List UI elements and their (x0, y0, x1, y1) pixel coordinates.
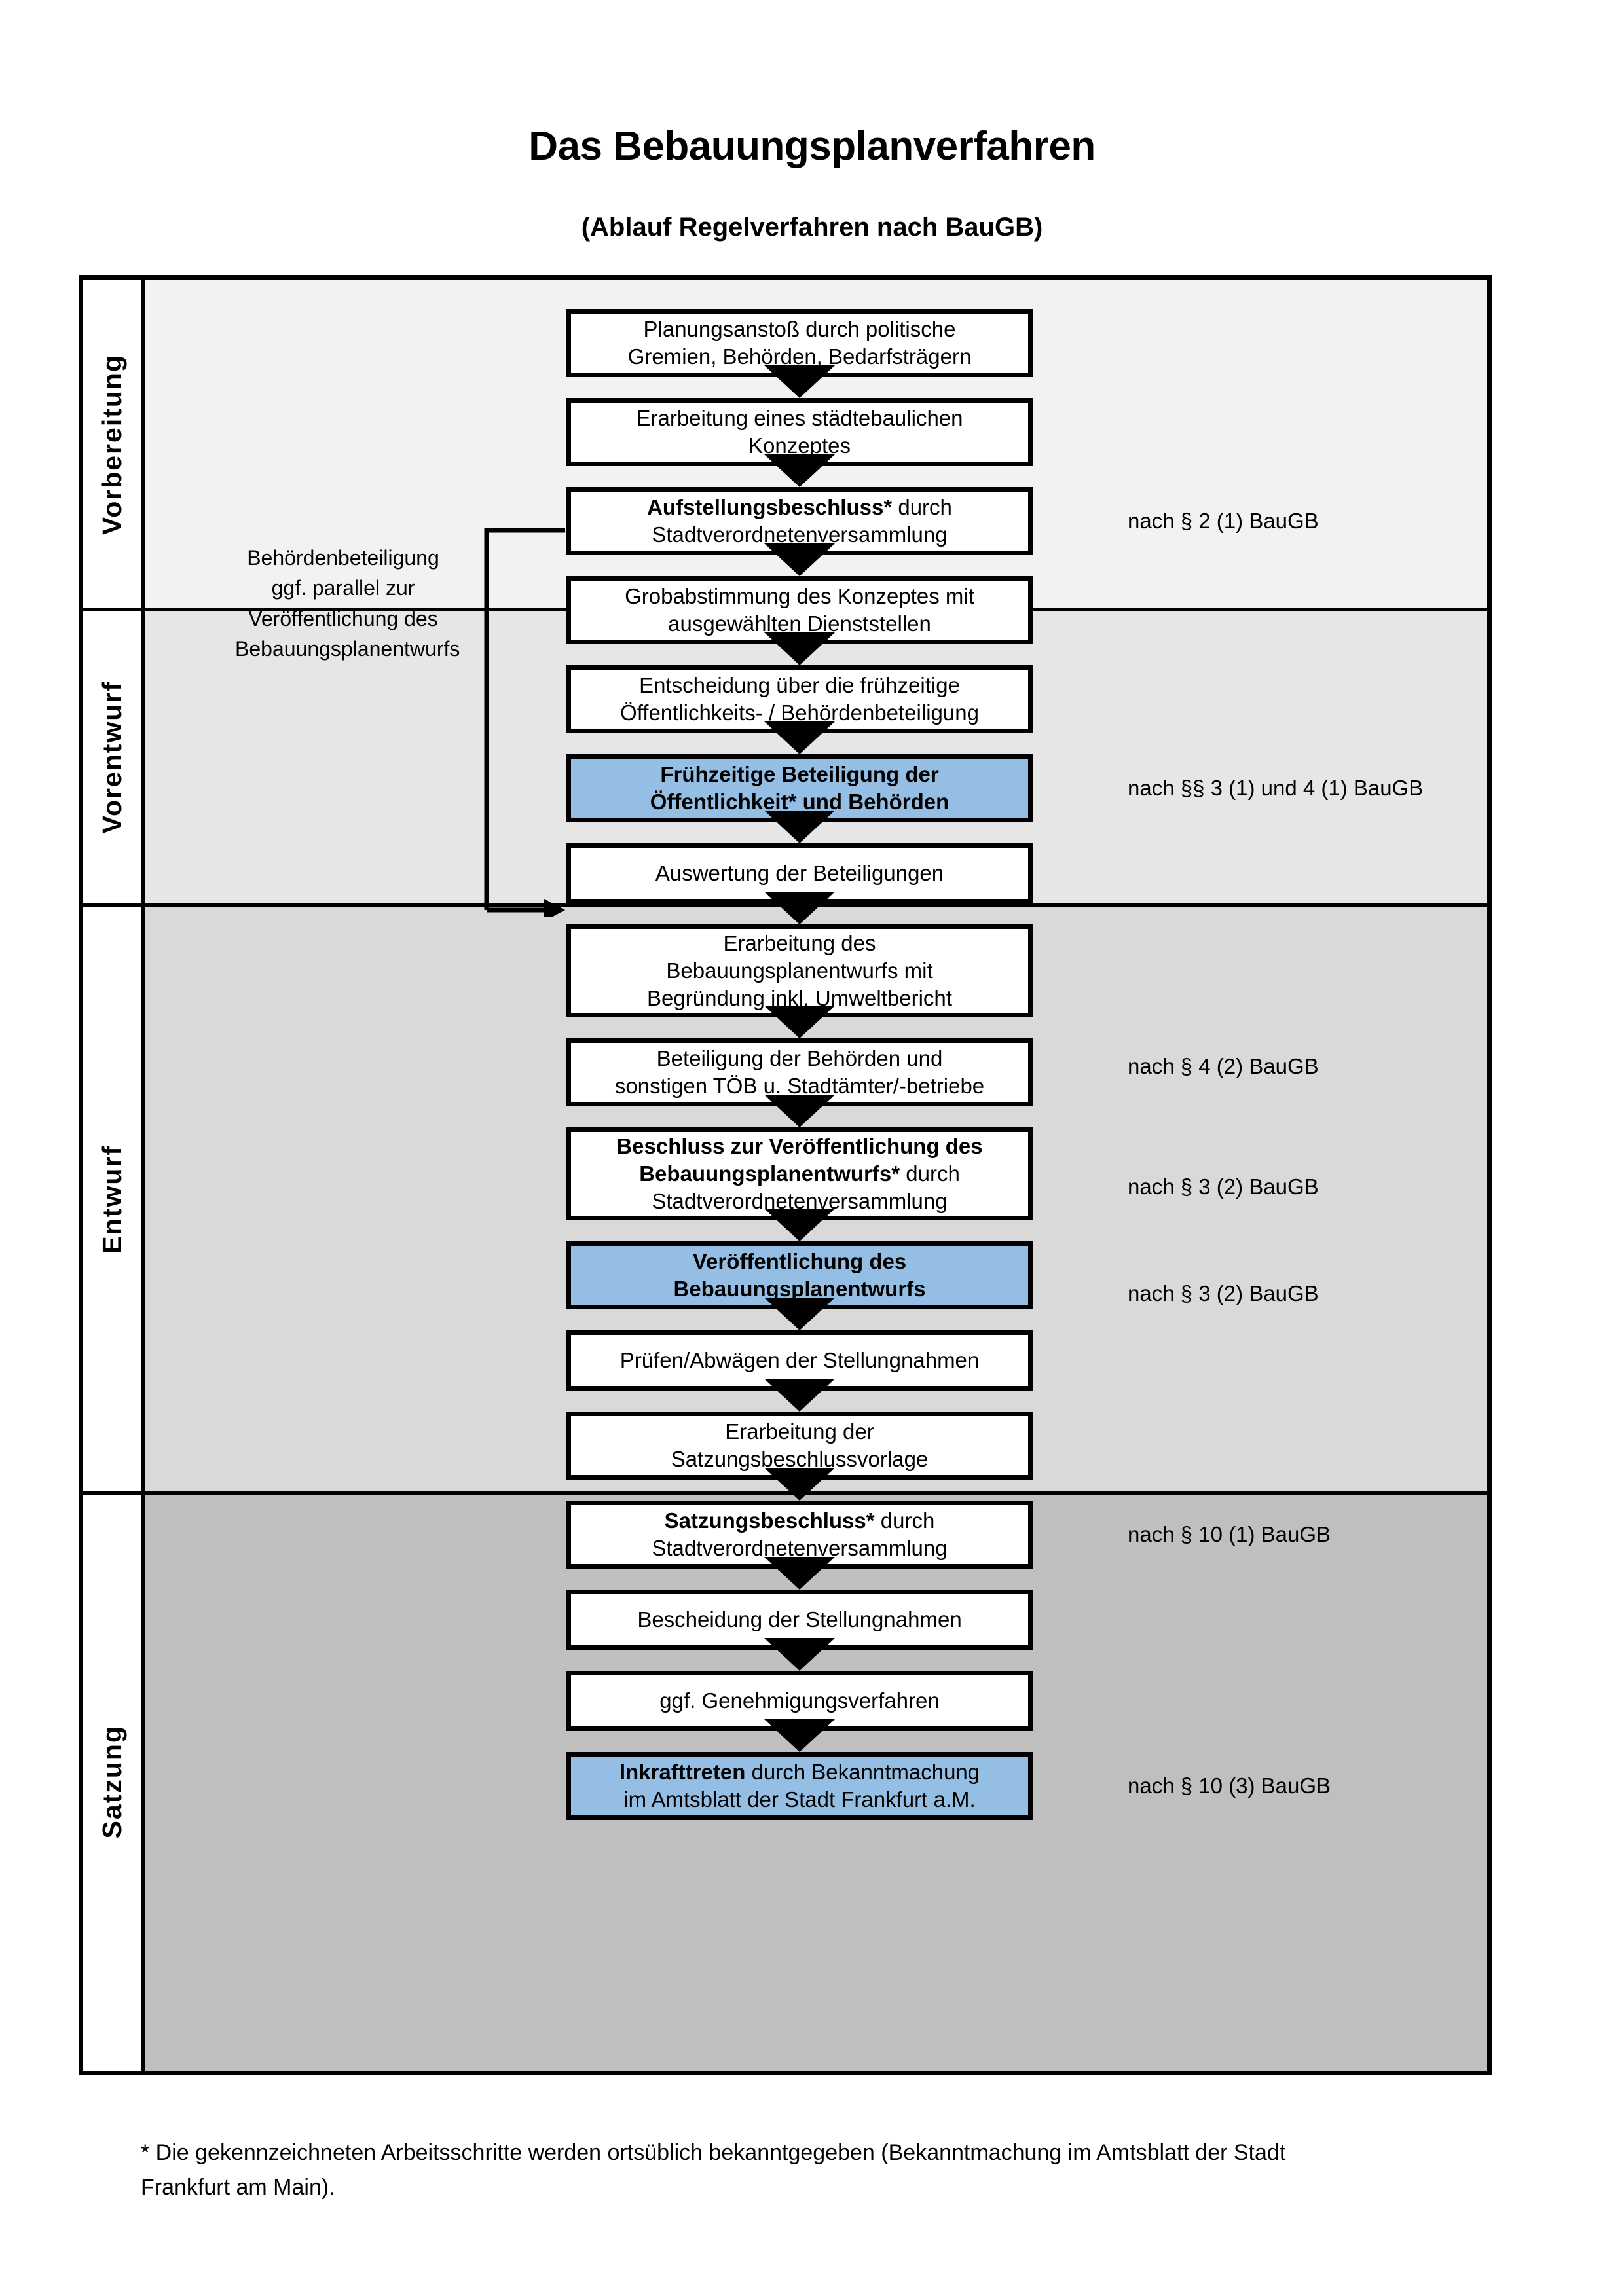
footnote-line-1: * Die gekennzeichneten Arbeitsschritte w… (141, 2140, 1286, 2165)
step-line: Frühzeitige Beteiligung der (660, 761, 939, 786)
step-line: Prüfen/Abwägen der Stellungnahmen (619, 1347, 980, 1372)
flow-arrow (764, 1638, 835, 1671)
step-box-satzungsbeschluss[interactable]: Satzungsbeschluss* durch Stadtverordnete… (566, 1501, 1033, 1569)
step-line: Auswertung der Beteiligungen (655, 860, 944, 885)
step-line: Erarbeitung der (725, 1419, 874, 1444)
step-box-erarbeitung-bebauungsplanentwurf[interactable]: Erarbeitung des Bebauungsplanentwurfs mi… (566, 924, 1033, 1017)
note-par10-3: nach § 10 (3) BauGB (1128, 1774, 1331, 1798)
step-line-bold: Bebauungsplanentwurfs* (639, 1161, 900, 1186)
step-line: Bebauungsplanentwurfs mit (666, 958, 933, 983)
flow-arrow (764, 1006, 835, 1038)
band-label-vorbereitung: Vorbereitung (83, 280, 141, 610)
note-par3-2b: nach § 3 (2) BauGB (1128, 1281, 1319, 1305)
step-line: Inkrafttreten durch Bekanntmachung (619, 1758, 980, 1786)
flowchart-frame: Vorbereitung Vorentwurf Entwurf Satzung (79, 275, 1492, 2075)
flow-arrow (764, 1209, 835, 1241)
step-line: Aufstellungsbeschluss* durch (647, 494, 952, 521)
note-par3-4-1: nach §§ 3 (1) und 4 (1) BauGB (1128, 776, 1424, 800)
flow-arrow (764, 892, 835, 924)
step-line-suffix: durch (892, 494, 952, 519)
step-line-bold: Inkrafttreten (619, 1759, 746, 1784)
step-line: ggf. Genehmigungsverfahren (659, 1688, 940, 1713)
sidenote-line-4: Bebauungsplanentwurfs (235, 637, 460, 661)
band-label-satzung: Satzung (83, 1493, 141, 2071)
note-par2-1: nach § 2 (1) BauGB (1128, 509, 1319, 533)
flow-arrow (764, 454, 835, 487)
band-label-satzung-text: Satzung (96, 1725, 127, 1839)
footnote-line-2: Frankfurt am Main). (141, 2174, 335, 2200)
step-line: Öffentlichkeit* und Behörden (650, 790, 950, 814)
step-line: ausgewählten Dienststellen (668, 611, 931, 636)
note-par4-2: nach § 4 (2) BauGB (1128, 1054, 1319, 1078)
flow-arrow (764, 1095, 835, 1127)
step-line-suffix: durch (874, 1508, 935, 1533)
step-line: Bebauungsplanentwurfs* durch (639, 1160, 960, 1188)
step-line: Erarbeitung des (723, 930, 876, 955)
flow-arrow (764, 1719, 835, 1752)
step-line: Grobabstimmung des Konzeptes mit (625, 583, 974, 608)
flow-arrow (764, 365, 835, 398)
step-box-staedtebauliches-konzept[interactable]: Erarbeitung eines städtebaulichen Konzep… (566, 398, 1033, 466)
footnote: * Die gekennzeichneten Arbeitsschritte w… (141, 2136, 1496, 2204)
flow-arrow (764, 1468, 835, 1501)
page-title: Das Bebauungsplanverfahren (528, 124, 1096, 169)
step-line: Entscheidung über die frühzeitige (639, 672, 960, 697)
flow-arrow (764, 1557, 835, 1590)
band-label-vorbereitung-text: Vorbereitung (96, 354, 127, 536)
step-line: Planungsanstoß durch politische (643, 316, 956, 341)
flow-arrow (764, 811, 835, 843)
step-line: Stadtverordnetenversammlung (652, 1536, 948, 1560)
step-box-beschluss-veroeffentlichung[interactable]: Beschluss zur Veröffentlichung des Bebau… (566, 1127, 1033, 1220)
sidenote-line-3: Veröffentlichung des (248, 606, 438, 630)
step-line: Bebauungsplanentwurfs (673, 1277, 926, 1301)
step-line: im Amtsblatt der Stadt Frankfurt a.M. (623, 1787, 976, 1812)
band-label-entwurf-text: Entwurf (96, 1144, 127, 1254)
note-par3-2a: nach § 3 (2) BauGB (1128, 1175, 1319, 1199)
band-label-entwurf: Entwurf (83, 905, 141, 1493)
step-line: Beteiligung der Behörden und (656, 1046, 943, 1070)
note-par10-1: nach § 10 (1) BauGB (1128, 1522, 1331, 1546)
step-line-bold: Satzungsbeschluss* (664, 1508, 875, 1533)
sidenote-behoerdenbeteiligung: Behördenbeteiligung ggf. parallel zur Ve… (235, 543, 460, 665)
step-line: Satzungsbeschluss* durch (665, 1507, 935, 1535)
step-line: Stadtverordnetenversammlung (652, 522, 948, 547)
step-box-inkrafttreten[interactable]: Inkrafttreten durch Bekanntmachung im Am… (566, 1752, 1033, 1820)
page-subtitle: (Ablauf Regelverfahren nach BauGB) (581, 213, 1043, 242)
flow-arrow (764, 721, 835, 754)
step-line: sonstigen TÖB u. Stadtämter/-betriebe (614, 1074, 985, 1098)
step-line-suffix: durch Bekanntmachung (745, 1759, 980, 1784)
sidenote-line-2: ggf. parallel zur (271, 576, 415, 600)
band-label-vorentwurf-text: Vorentwurf (96, 681, 127, 834)
step-box-erarbeitung-satzungsbeschlussvorlage[interactable]: Erarbeitung der Satzungsbeschlussvorlage (566, 1412, 1033, 1480)
step-line: Konzeptes (748, 433, 851, 458)
step-line: Veröffentlichung des (692, 1248, 907, 1273)
step-line: Satzungsbeschlussvorlage (671, 1447, 929, 1471)
step-line: Öffentlichkeits- / Behördenbeteiligung (620, 701, 979, 725)
step-line: Bescheidung der Stellungnahmen (637, 1607, 962, 1631)
connector-svg (484, 528, 565, 921)
behoerdenbeteiligung-connector (481, 527, 566, 921)
step-line-bold: Aufstellungsbeschluss* (647, 494, 893, 519)
step-box-planungsanstoss[interactable]: Planungsanstoß durch politische Gremien,… (566, 309, 1033, 377)
step-line-suffix: durch (900, 1161, 960, 1186)
flow-arrow (764, 543, 835, 576)
flow-arrow (764, 632, 835, 665)
step-line: Gremien, Behörden, Bedarfsträgern (627, 344, 972, 369)
step-line: Erarbeitung eines städtebaulichen (636, 405, 963, 430)
flow-arrow (764, 1379, 835, 1412)
band-label-vorentwurf: Vorentwurf (83, 610, 141, 905)
step-line: Beschluss zur Veröffentlichung des (616, 1133, 983, 1158)
flow-arrow (764, 1298, 835, 1330)
sidenote-line-1: Behördenbeteiligung (247, 546, 439, 570)
label-column-separator (141, 280, 145, 2071)
